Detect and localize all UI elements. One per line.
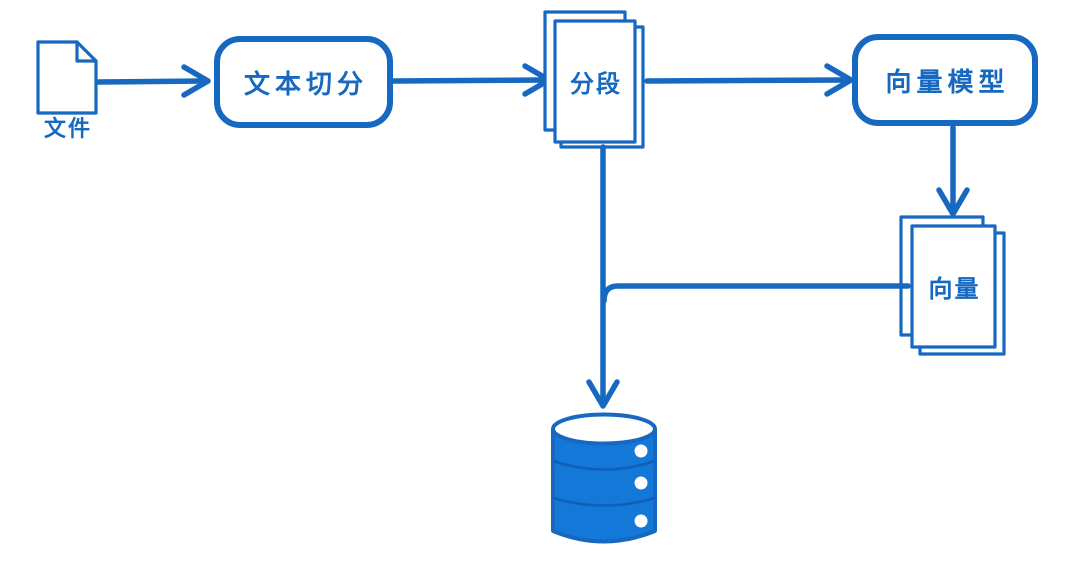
arrow-segments-to-vector-model[interactable]: [644, 63, 854, 97]
arrow-vector-model-to-vectors[interactable]: [936, 124, 970, 217]
segments-pages-icon[interactable]: [543, 10, 645, 149]
arrow-segments-to-database[interactable]: [586, 144, 620, 409]
database-dot: [634, 444, 648, 458]
connector-vectors-to-database-line[interactable]: [601, 283, 911, 304]
arrow-text-split-to-segments[interactable]: [391, 63, 552, 97]
arrow-file-to-text-split[interactable]: [95, 64, 211, 98]
vectors-pages-icon[interactable]: [899, 215, 1006, 356]
text-split-box[interactable]: [214, 36, 393, 128]
file-icon[interactable]: [36, 40, 98, 115]
database-icon[interactable]: [551, 412, 657, 544]
database-dot: [634, 514, 648, 528]
database-dot: [634, 476, 648, 490]
vector-model-box[interactable]: [852, 34, 1038, 126]
